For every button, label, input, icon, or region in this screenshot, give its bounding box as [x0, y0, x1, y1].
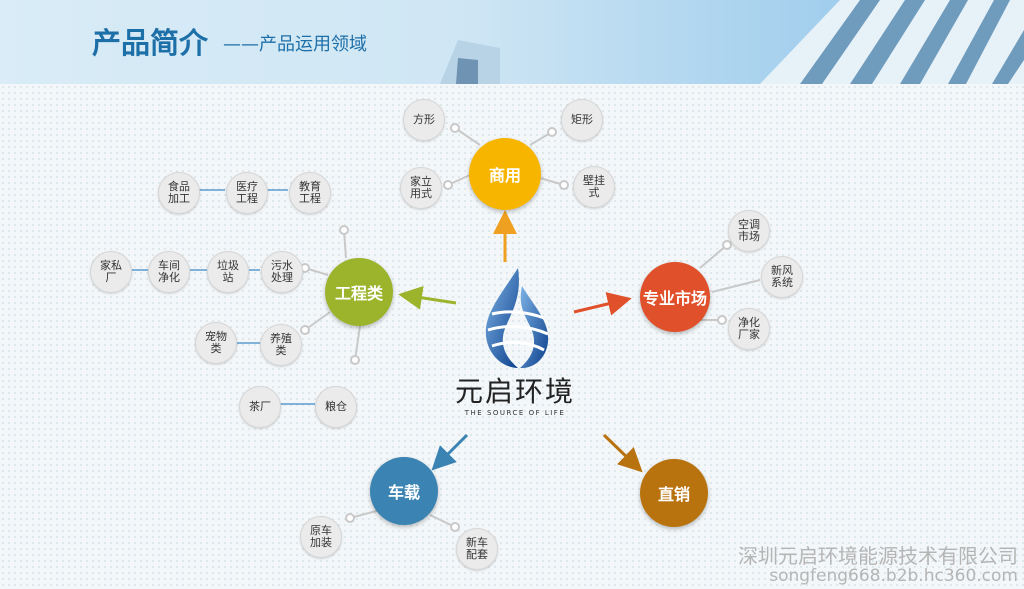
header-banner: 产品简介 ——产品运用领域 — [0, 0, 1024, 84]
leaf-professional: 净化厂家 — [728, 308, 770, 350]
hub-direct-label: 直销 — [657, 485, 690, 504]
hub-engineering-label: 工程类 — [334, 284, 383, 303]
hub-commercial-label: 商用 — [488, 166, 521, 185]
url-watermark: songfeng668.b2b.hc360.com — [769, 566, 1018, 586]
leaf-vehicle: 原车加装 — [300, 516, 342, 558]
brand-slogan: THE SOURCE OF LIFE — [464, 409, 566, 417]
leaf-engineering: 宠物类 — [195, 322, 237, 364]
leaf-engineering: 茶厂 — [239, 386, 281, 428]
page-title: 产品简介 — [92, 26, 209, 60]
company-logo — [485, 268, 549, 369]
leaf-engineering: 污水处理 — [261, 251, 303, 293]
leaf-engineering: 医疗工程 — [226, 172, 268, 214]
hub-commercial: 商用 — [469, 138, 541, 210]
leaf-professional: 新风系统 — [761, 256, 803, 298]
leaf-commercial: 矩形 — [561, 99, 603, 141]
leaf-engineering: 食品加工 — [158, 172, 200, 214]
hub-professional: 专业市场 — [640, 262, 710, 332]
leaf-commercial: 壁挂式 — [573, 166, 615, 208]
building-graphic — [440, 0, 1024, 84]
leaf-commercial: 方形 — [403, 99, 445, 141]
leaf-engineering: 家私厂 — [90, 251, 132, 293]
hub-engineering: 工程类 — [325, 258, 393, 326]
leaf-engineering: 养殖类 — [260, 324, 302, 366]
hub-professional-label: 专业市场 — [642, 289, 707, 308]
company-watermark: 深圳元启环境能源技术有限公司 — [738, 544, 1018, 568]
hub-vehicle-label: 车载 — [387, 483, 420, 502]
page-subtitle: ——产品运用领域 — [223, 34, 367, 55]
hub-vehicle: 车载 — [370, 457, 438, 525]
leaf-engineering: 垃圾站 — [207, 251, 249, 293]
hub-direct: 直销 — [640, 459, 708, 527]
leaf-vehicle: 新车配套 — [456, 528, 498, 570]
brand-name: 元启环境 — [454, 375, 575, 408]
leaf-engineering: 粮仓 — [315, 386, 357, 428]
leaf-professional: 空调市场 — [728, 210, 770, 252]
leaf-engineering: 教育工程 — [289, 172, 331, 214]
leaf-commercial: 家立用式 — [400, 167, 442, 209]
leaf-engineering: 车间净化 — [148, 251, 190, 293]
